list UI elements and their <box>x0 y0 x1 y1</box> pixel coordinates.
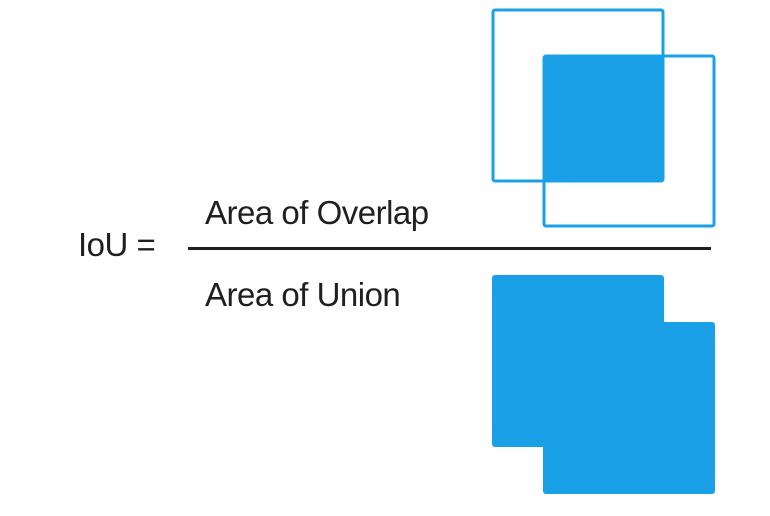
overlap-filled-region <box>544 56 663 181</box>
box-a-outline <box>491 8 665 183</box>
numerator-text: Area of Overlap <box>205 194 429 231</box>
iou-label: IoU = <box>78 226 156 263</box>
denominator-text: Area of Union <box>205 276 401 313</box>
box-b-outline <box>542 54 716 228</box>
union-box-b <box>543 322 715 494</box>
overlap-illustration <box>491 8 716 228</box>
fraction-bar <box>188 247 711 250</box>
union-illustration <box>492 275 715 494</box>
